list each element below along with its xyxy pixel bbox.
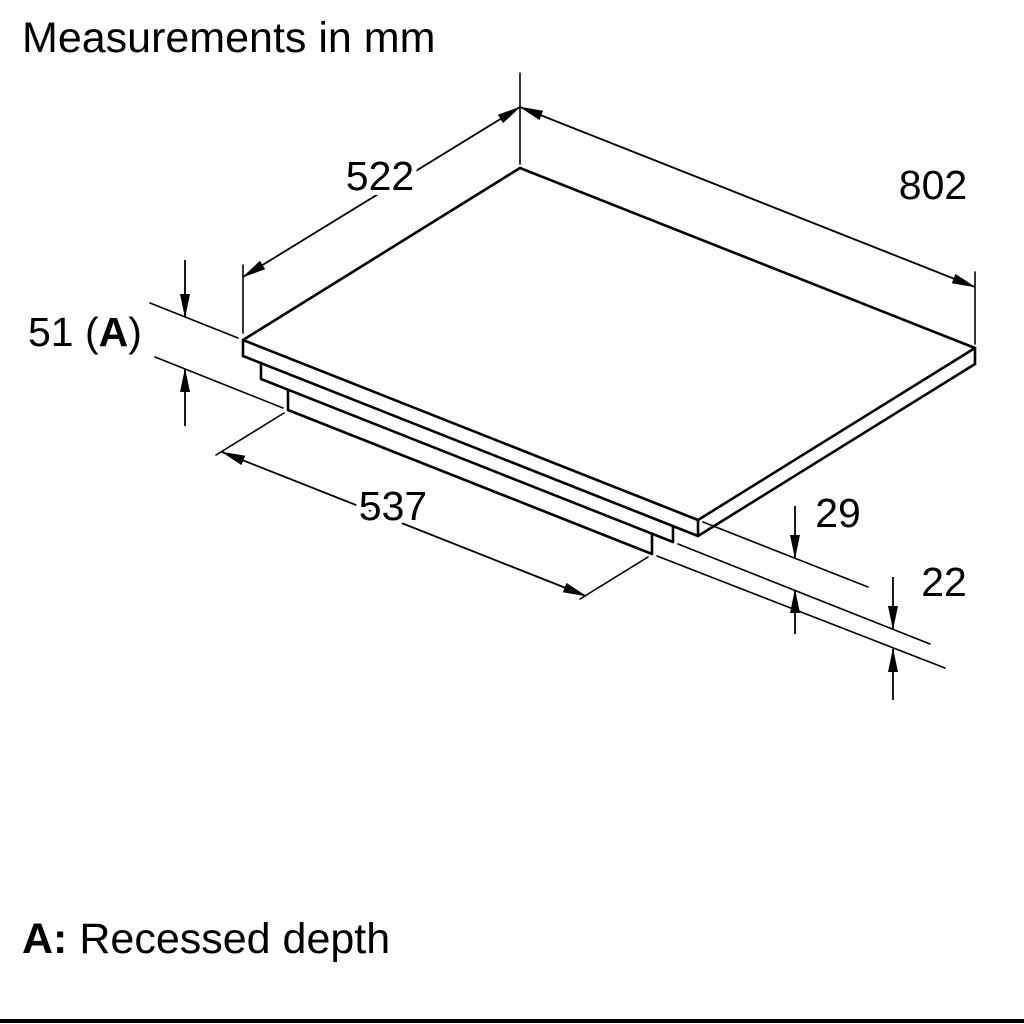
base-width-dimension-label: 537 — [359, 483, 427, 529]
top-surface-left-extension-line — [149, 302, 239, 339]
step-arrows — [180, 260, 898, 700]
top-surface-right-extension-line — [702, 521, 869, 588]
dimension-lines — [221, 106, 976, 597]
base-width-right-extension-line — [579, 556, 649, 600]
base-bottom-left-extension-line — [154, 356, 284, 409]
upper-step-dimension-label: 29 — [815, 490, 861, 536]
top-width-dimension-label: 802 — [899, 162, 967, 208]
base-bottom-right-extension-line — [656, 555, 946, 669]
recessed-depth-key-letter: A — [99, 309, 129, 355]
top-width-dimension-line — [519, 106, 976, 288]
base-width-dimension-line — [221, 451, 587, 597]
recessed-depth-close-paren: ) — [128, 309, 142, 355]
recessed-depth-dimension-label: 51 (A) — [28, 309, 142, 355]
recessed-depth-value: 51 ( — [28, 309, 99, 355]
base-width-left-extension-line — [215, 412, 285, 456]
footnote-key: A: — [22, 915, 67, 963]
top-depth-dimension-line — [242, 106, 521, 278]
bottom-divider — [0, 1019, 1024, 1023]
footnote-description: Recessed depth — [79, 915, 390, 963]
page-title: Measurements in mm — [22, 14, 435, 62]
footnote-text: A:Recessed depth — [22, 915, 390, 963]
cooktop-outline — [241, 166, 977, 556]
cooktop-top-face — [241, 166, 977, 522]
lower-step-dimension-label: 22 — [921, 559, 967, 605]
top-depth-dimension-label: 522 — [346, 153, 414, 199]
